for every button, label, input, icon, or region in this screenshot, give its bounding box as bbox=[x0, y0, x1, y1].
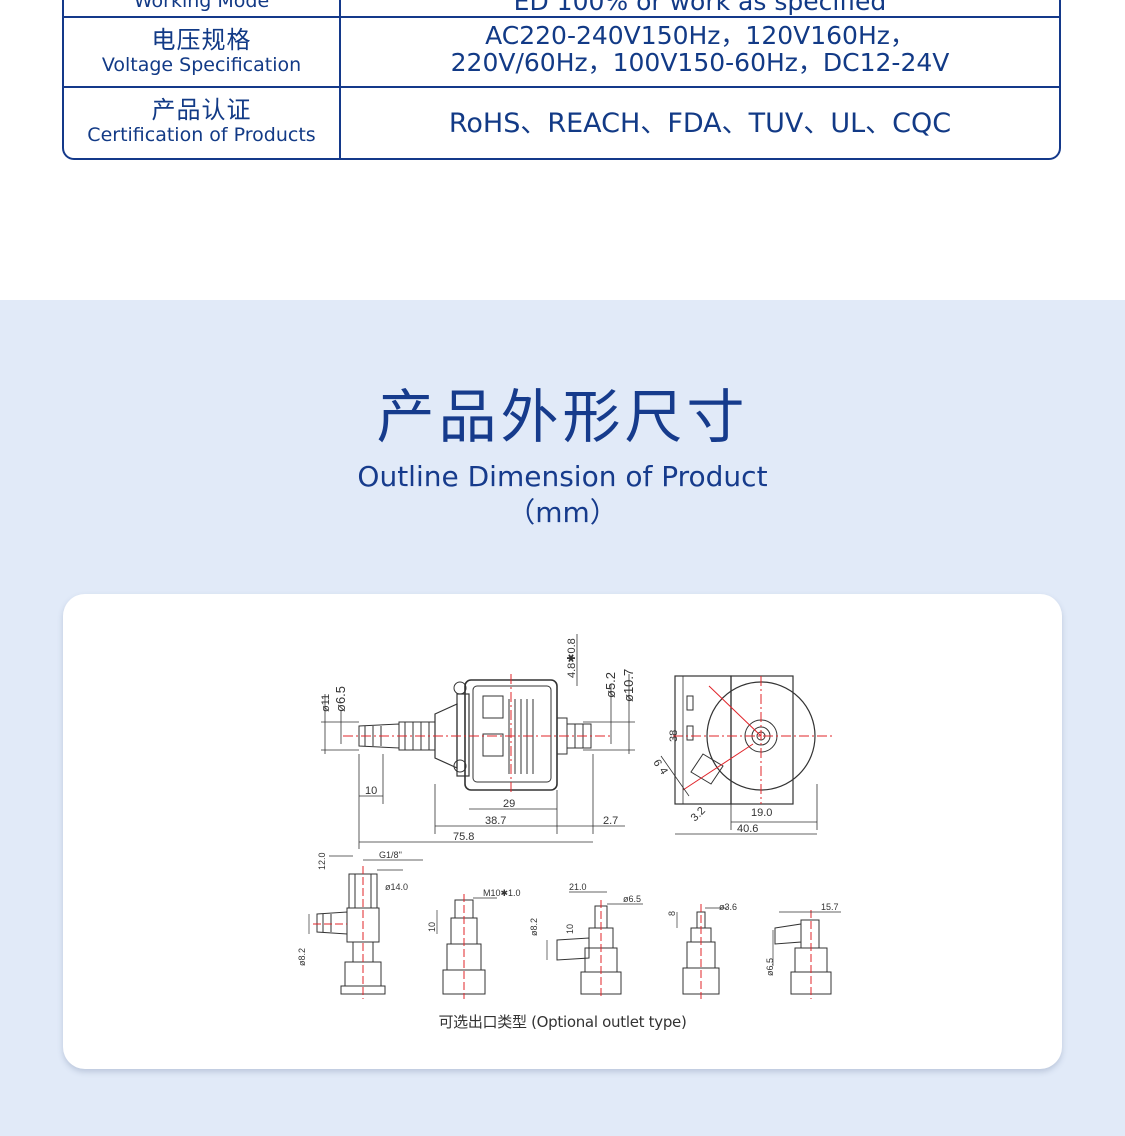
dim-label: 75.8 bbox=[453, 831, 474, 843]
row-value-cell: ED 100% or work as specified bbox=[341, 0, 1059, 16]
row-label-en: Working Mode bbox=[133, 0, 270, 12]
outlet-3-labels: 21.0 ø6.5 ø8.2 10 bbox=[529, 882, 641, 936]
dim-label: ø6.5 bbox=[623, 894, 641, 904]
dim-label: 40.6 bbox=[737, 823, 758, 835]
spec-table: Working Mode ED 100% or work as specifie… bbox=[62, 0, 1061, 160]
row-label-cell: 产品认证 Certification of Products bbox=[64, 86, 339, 158]
outlet-1-labels: 12.0 G1/8'' ø14.0 ø8.2 bbox=[297, 850, 408, 966]
main-dimension-labels: ø11 ø6.5 10 29 38.7 2.7 75.8 4.8✱0.8 ø5.… bbox=[320, 638, 636, 843]
pump-side-view bbox=[343, 674, 611, 794]
dim-label: 10 bbox=[565, 924, 575, 934]
main-dimension-lines bbox=[321, 634, 635, 849]
drawing-card: ø11 ø6.5 10 29 38.7 2.7 75.8 4.8✱0.8 ø5.… bbox=[63, 594, 1062, 1069]
outlet-type-1 bbox=[308, 855, 423, 999]
row-value: ED 100% or work as specified bbox=[513, 0, 887, 16]
dim-label: 12.0 bbox=[317, 852, 327, 870]
dim-label: 38 bbox=[668, 730, 680, 742]
end-dimension-lines bbox=[660, 675, 818, 835]
outlet-5-labels: 15.7 ø6.5 bbox=[765, 902, 839, 976]
row-value: RoHS、REACH、FDA、TUV、UL、CQC bbox=[448, 108, 952, 139]
row-label-en: Certification of Products bbox=[87, 124, 316, 146]
row-label-cn: 产品认证 bbox=[151, 96, 252, 124]
dim-label: ø6.5 bbox=[765, 958, 775, 976]
outlet-type-caption: 可选出口类型 (Optional outlet type) bbox=[438, 1013, 687, 1031]
dim-label: 4.8✱0.8 bbox=[566, 638, 578, 678]
dim-label: ø8.2 bbox=[529, 918, 539, 936]
dim-label: 21.0 bbox=[569, 882, 587, 892]
section-title-cn: 产品外形尺寸 bbox=[376, 383, 749, 451]
row-label-cell: Working Mode bbox=[64, 0, 339, 16]
outlet-4-labels: 8 ø3.6 bbox=[667, 902, 737, 916]
dim-label: 4 bbox=[656, 766, 669, 777]
dim-label: ø6.5 bbox=[333, 686, 348, 712]
dim-label: ø10.7 bbox=[621, 669, 636, 702]
table-row-certification: 产品认证 Certification of Products RoHS、REAC… bbox=[64, 86, 1059, 158]
dim-label: ø3.6 bbox=[719, 902, 737, 912]
dim-label: 38.7 bbox=[485, 815, 506, 827]
row-value-cell: AC220-240V150Hz，120V160Hz， 220V/60Hz，100… bbox=[341, 16, 1059, 86]
table-column-divider bbox=[339, 0, 341, 158]
outline-dimension-section: 产品外形尺寸 Outline Dimension of Product （mm） bbox=[0, 300, 1125, 1136]
table-row-working-mode: Working Mode ED 100% or work as specifie… bbox=[64, 0, 1059, 18]
dim-label: 6 bbox=[650, 758, 663, 769]
row-label-en: Voltage Specification bbox=[101, 54, 302, 76]
dim-label: 19.0 bbox=[751, 807, 772, 819]
row-value-cell: RoHS、REACH、FDA、TUV、UL、CQC bbox=[341, 86, 1059, 158]
outlet-type-4 bbox=[676, 904, 727, 999]
dim-label: 10 bbox=[427, 922, 437, 932]
dim-label: ø8.2 bbox=[297, 948, 307, 966]
dim-label: ø5.2 bbox=[603, 672, 618, 698]
outlet-type-2 bbox=[436, 894, 497, 999]
row-value-line2: 220V/60Hz，100V150-60Hz，DC12-24V bbox=[450, 48, 950, 77]
end-dimension-labels: 38 6 4 3.2 19.0 40.6 bbox=[650, 730, 772, 835]
dim-label: 29 bbox=[503, 798, 515, 810]
outlet-type-5 bbox=[772, 910, 841, 999]
section-title-en: Outline Dimension of Product bbox=[357, 460, 768, 493]
outlet-type-3 bbox=[546, 891, 643, 999]
dim-label: 3.2 bbox=[689, 805, 708, 824]
row-label-cell: 电压规格 Voltage Specification bbox=[64, 16, 339, 86]
section-unit: （mm） bbox=[507, 496, 618, 529]
row-value-line1: AC220-240V150Hz，120V160Hz， bbox=[485, 21, 915, 50]
dim-label: 10 bbox=[365, 785, 377, 797]
dim-label: M10✱1.0 bbox=[483, 888, 521, 898]
dim-label: 2.7 bbox=[603, 815, 618, 827]
dim-label: ø11 bbox=[320, 694, 332, 712]
technical-drawing: ø11 ø6.5 10 29 38.7 2.7 75.8 4.8✱0.8 ø5.… bbox=[297, 634, 841, 999]
row-label-cn: 电压规格 bbox=[151, 26, 252, 54]
table-row-voltage: 电压规格 Voltage Specification AC220-240V150… bbox=[64, 16, 1059, 88]
dim-label: 8 bbox=[667, 911, 677, 916]
dim-label: ø14.0 bbox=[385, 882, 408, 892]
dim-label: G1/8'' bbox=[379, 850, 402, 860]
pump-end-view bbox=[673, 675, 833, 805]
dim-label: 15.7 bbox=[821, 902, 839, 912]
outlet-2-labels: M10✱1.0 10 bbox=[427, 888, 521, 932]
